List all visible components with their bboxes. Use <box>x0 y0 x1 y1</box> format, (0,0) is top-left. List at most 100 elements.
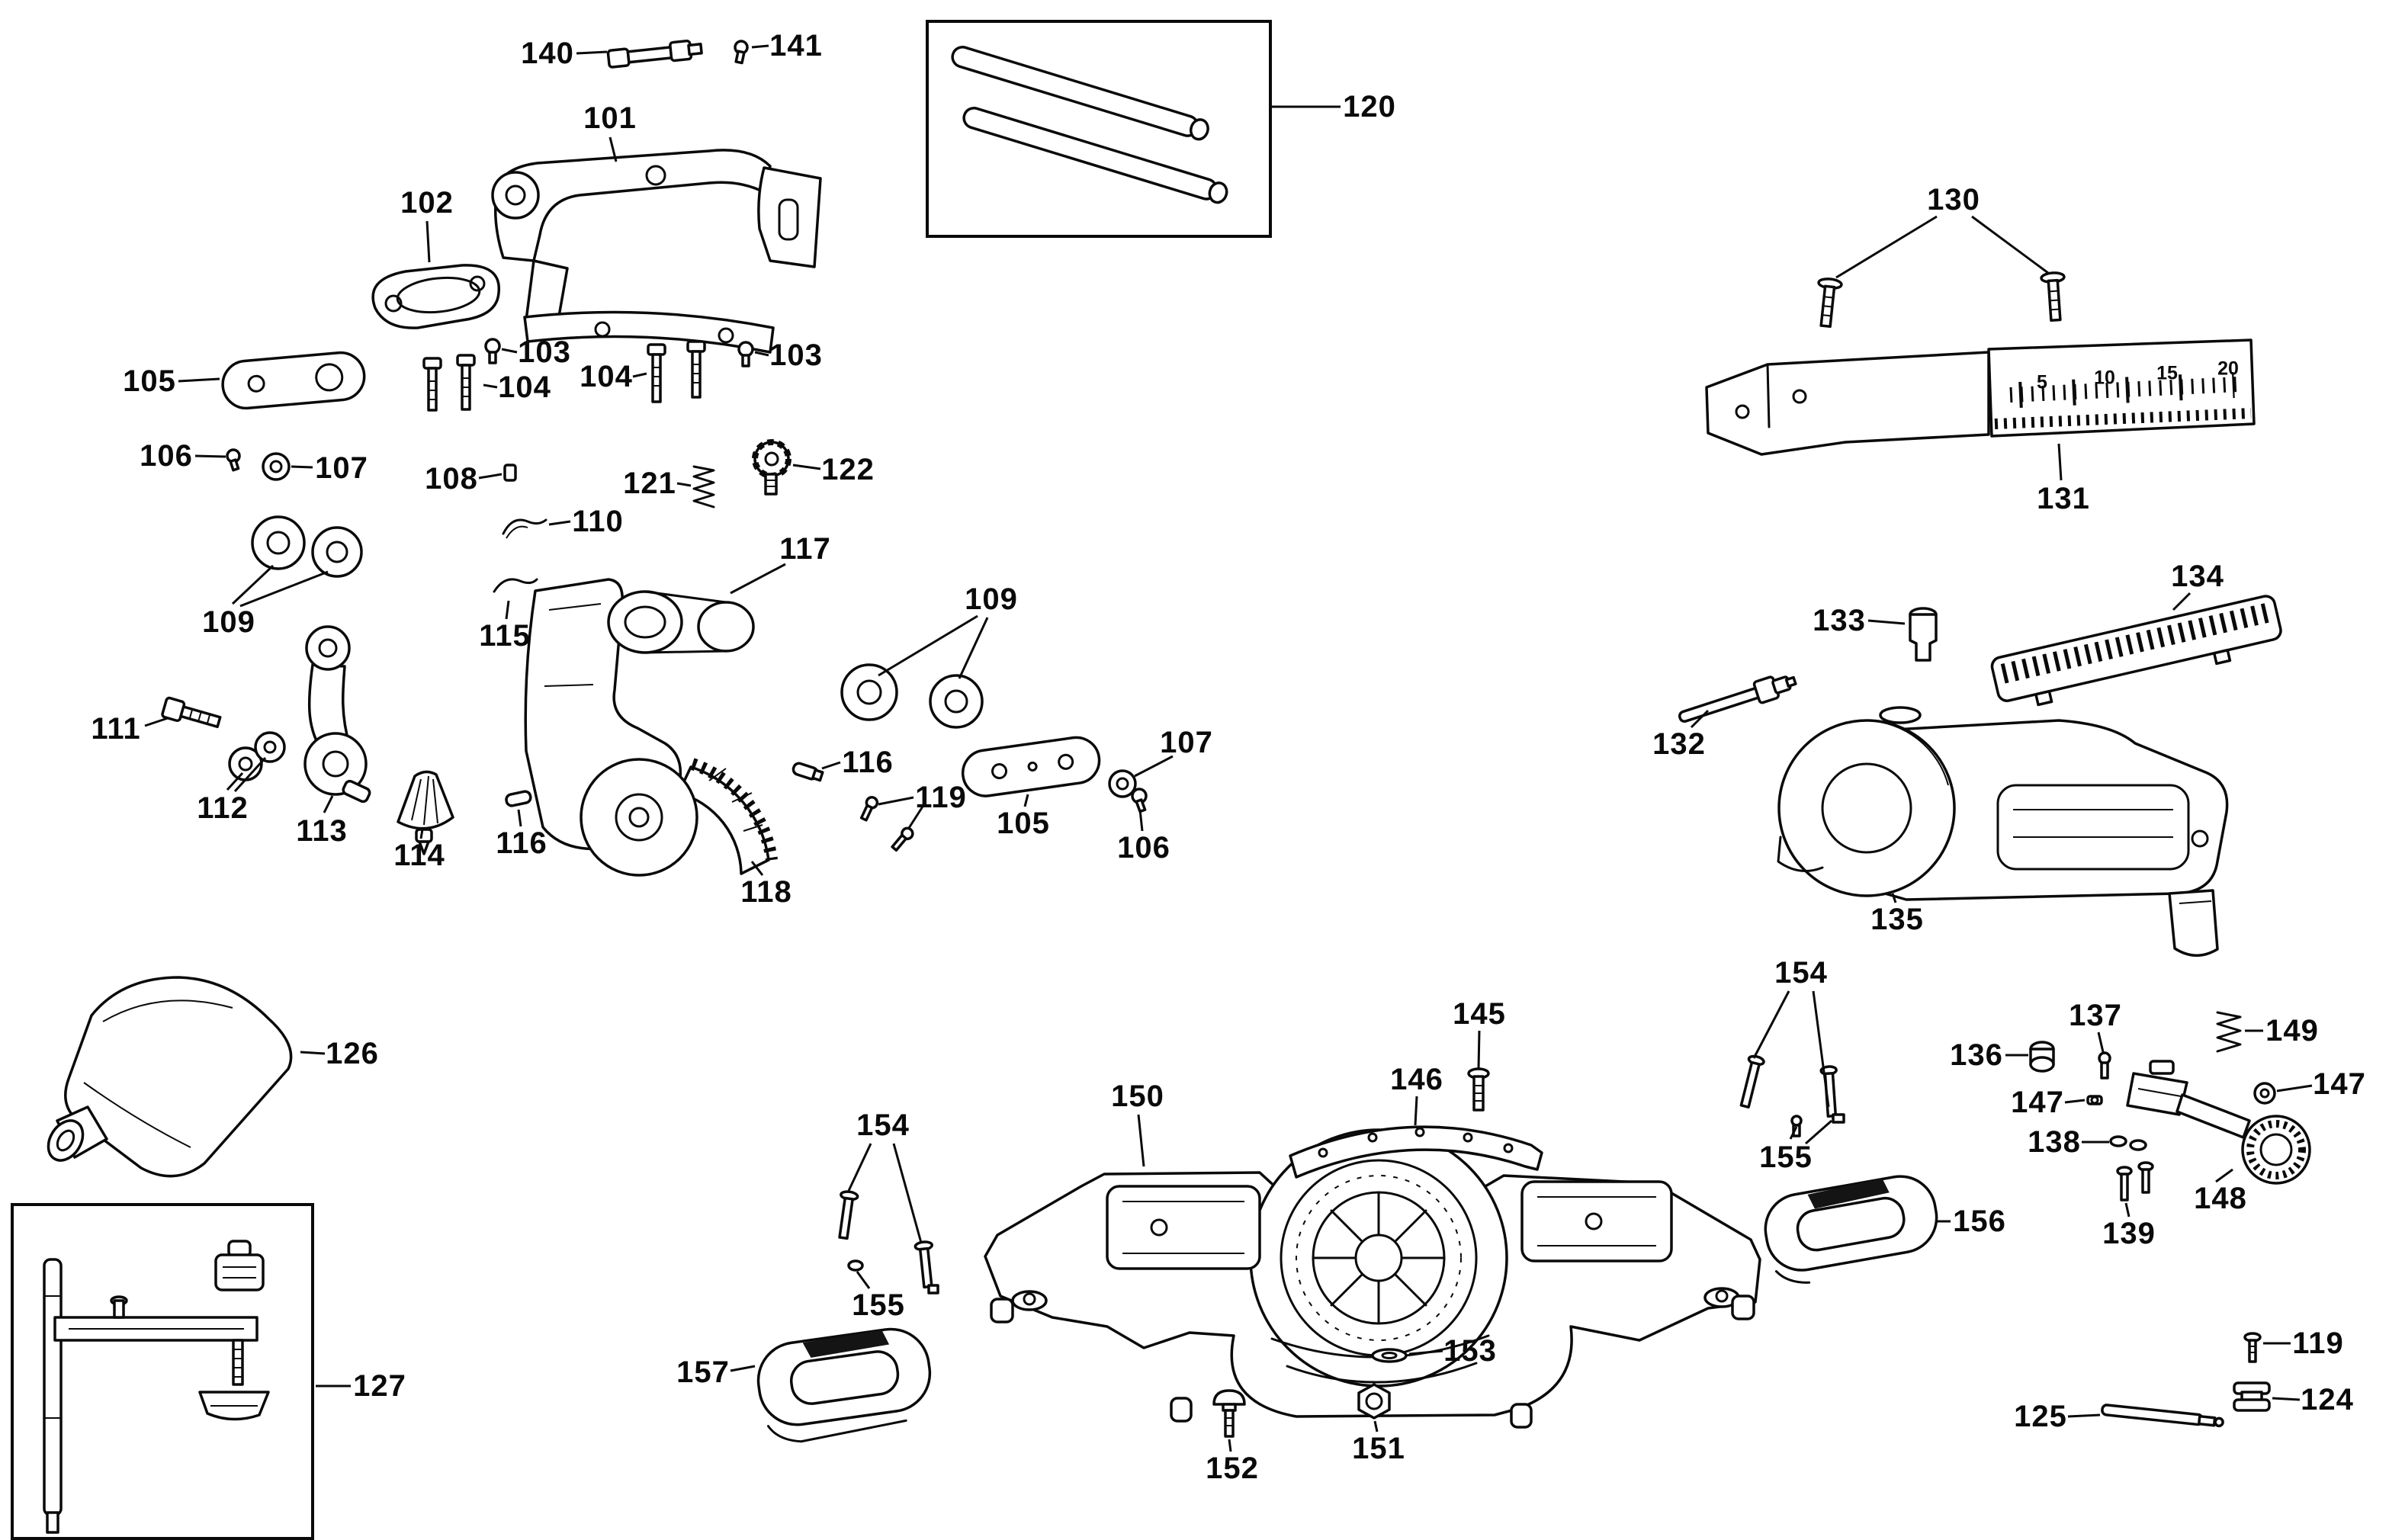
ruler-mark-10: 10 <box>2094 367 2115 389</box>
leader-line-141 <box>751 44 769 49</box>
part-148-knob-shaft <box>2126 1060 2311 1185</box>
part-126-dust-bag <box>47 976 293 1178</box>
part-133-plug <box>1909 607 1938 662</box>
part-label-118-24: 118 <box>740 875 792 909</box>
part-117-arm-assembly <box>524 578 778 877</box>
ruler-mark-20: 20 <box>2217 358 2239 380</box>
part-label-109-18: 109 <box>965 582 1018 616</box>
part-label-112-20: 112 <box>197 791 249 825</box>
part-label-132-35: 132 <box>1652 727 1706 761</box>
leader-line-154 <box>892 1143 923 1243</box>
part-label-147-44: 147 <box>2313 1067 2366 1101</box>
leader-line-154 <box>1812 990 1830 1108</box>
part-109-washers-left <box>251 515 363 578</box>
part-label-137-39: 137 <box>2069 999 2122 1032</box>
part-label-146-42: 146 <box>1390 1063 1443 1096</box>
part-label-107-28: 107 <box>1160 726 1213 759</box>
part-label-117-16: 117 <box>779 532 831 566</box>
part-104-bolts-right <box>647 340 706 403</box>
part-147-clip <box>2086 1095 2103 1105</box>
part-label-107-10: 107 <box>315 451 368 485</box>
part-label-149-40: 149 <box>2265 1014 2319 1048</box>
leader-line-112 <box>233 756 267 793</box>
part-label-153-56: 153 <box>1443 1334 1497 1368</box>
part-130-screws <box>1817 271 2066 329</box>
part-137-pin <box>2098 1051 2111 1080</box>
part-label-102-3: 102 <box>400 186 454 220</box>
part-122-knob <box>752 439 792 496</box>
part-label-115-17: 115 <box>479 619 531 653</box>
leader-line-139 <box>2124 1202 2131 1218</box>
part-label-127-54: 127 <box>353 1369 406 1403</box>
part-label-104-5: 104 <box>498 371 551 404</box>
part-label-155-51: 155 <box>1759 1141 1813 1174</box>
leader-line-105 <box>178 377 220 383</box>
part-label-155-50: 155 <box>852 1288 905 1322</box>
part-111-bolt <box>161 696 222 729</box>
leader-line-157 <box>730 1365 756 1372</box>
part-label-106-9: 106 <box>140 439 193 473</box>
part-label-110-14: 110 <box>572 505 624 538</box>
leader-line-125 <box>2067 1413 2101 1418</box>
part-105-link-plate-right <box>961 736 1101 797</box>
part-label-154-37: 154 <box>1774 956 1828 990</box>
leader-line-155 <box>1789 1126 1798 1140</box>
part-145-screw <box>1467 1067 1490 1112</box>
leader-line-106 <box>194 454 226 458</box>
leader-line-154 <box>846 1143 872 1193</box>
part-103-setscrew-right <box>737 341 754 367</box>
part-102-shackle <box>371 264 500 329</box>
leader-line-113 <box>323 795 334 813</box>
part-label-114-22: 114 <box>393 839 445 872</box>
part-118-sector-gear <box>677 758 778 875</box>
part-label-124-60: 124 <box>2301 1383 2354 1416</box>
leader-line-131 <box>2057 443 2063 481</box>
leader-line-116 <box>821 761 841 770</box>
leader-line-102 <box>425 220 431 263</box>
leader-line-130 <box>1835 215 1938 279</box>
part-120-rails <box>926 20 1272 238</box>
part-156-clamp-pad <box>1764 1175 1938 1284</box>
part-149-spring <box>2216 1011 2242 1053</box>
part-label-145-38: 145 <box>1453 997 1506 1031</box>
leader-line-122 <box>792 464 821 470</box>
leader-line-140 <box>576 50 608 55</box>
part-label-139-47: 139 <box>2102 1217 2156 1250</box>
leader-line-109 <box>239 570 329 608</box>
part-138-rings <box>2109 1135 2147 1151</box>
part-157-clamp-pad <box>756 1327 932 1443</box>
part-119-screw-right <box>2243 1332 2262 1363</box>
leader-line-134 <box>2172 592 2192 611</box>
leader-line-109 <box>878 614 978 677</box>
part-121-spring <box>692 465 715 509</box>
part-153-washer <box>1371 1348 1408 1363</box>
ruler-mark-5: 5 <box>2037 371 2047 393</box>
part-label-120-30: 120 <box>1343 90 1396 124</box>
part-label-134-33: 134 <box>2171 560 2224 593</box>
part-label-125-61: 125 <box>2014 1400 2067 1433</box>
leader-line-107 <box>1134 755 1174 778</box>
part-116-pin-left <box>505 790 532 807</box>
part-109-washers-right <box>840 663 984 729</box>
part-112-washers <box>228 731 286 781</box>
leader-line-103 <box>501 348 518 354</box>
leader-line-105 <box>1023 794 1029 807</box>
part-label-133-34: 133 <box>1813 604 1866 637</box>
part-132-rod <box>1678 675 1797 723</box>
part-108-block <box>503 464 517 482</box>
part-label-101-2: 101 <box>583 101 637 135</box>
leader-line-118 <box>750 861 764 876</box>
part-139-screws <box>2116 1161 2154 1202</box>
part-125-rod <box>2101 1404 2224 1428</box>
leader-line-115 <box>505 600 510 620</box>
part-110-clip <box>502 518 547 539</box>
part-label-136-41: 136 <box>1950 1038 2003 1072</box>
ruler-mark-15: 15 <box>2156 362 2178 384</box>
part-127-clamp <box>11 1203 314 1540</box>
leader-line-154 <box>1752 990 1790 1059</box>
leader-line-121 <box>676 482 692 487</box>
part-label-116-23: 116 <box>496 826 547 860</box>
part-label-119-59: 119 <box>2292 1327 2344 1360</box>
